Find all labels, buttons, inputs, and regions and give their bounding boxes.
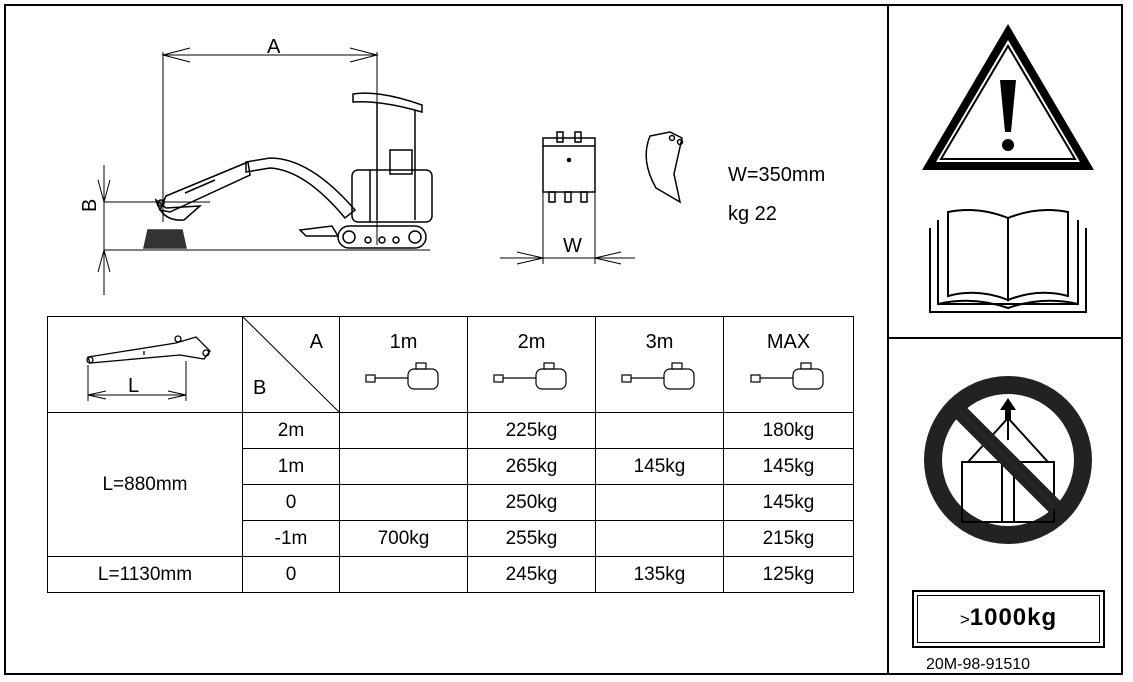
capacity-cell xyxy=(339,556,468,593)
height-cell: -1m xyxy=(242,520,340,557)
corner-cell: A B xyxy=(242,316,340,413)
capacity-cell: 250kg xyxy=(467,484,596,521)
capacity-cell: 145kg xyxy=(723,448,854,485)
column-header-max: MAX xyxy=(723,316,854,413)
reach-icon xyxy=(492,362,567,390)
lift-capacity-table: L A B 1m 2m xyxy=(47,316,854,593)
capacity-cell: 180kg xyxy=(723,412,854,449)
capacity-cell: 700kg xyxy=(339,520,468,557)
weight-limit-prefix: > xyxy=(959,610,970,629)
capacity-cell: 245kg xyxy=(467,556,596,593)
decal-frame xyxy=(4,4,1123,675)
table-row: -1m 700kg 255kg 215kg xyxy=(48,520,854,557)
corner-diagonal xyxy=(243,317,339,412)
capacity-cell: 255kg xyxy=(467,520,596,557)
capacity-cell: 215kg xyxy=(723,520,854,557)
reach-icon xyxy=(620,362,695,390)
table-row: L=880mm 2m 225kg 180kg xyxy=(47,412,854,557)
arm-diagram xyxy=(86,335,211,401)
table-header-row: L A B 1m 2m xyxy=(47,316,854,413)
side-panel-divider xyxy=(887,337,1123,339)
column-header-2m: 2m xyxy=(467,316,596,413)
column-header-3m: 3m xyxy=(595,316,724,413)
excavator-diagram xyxy=(97,47,433,295)
arm-length-cell: L=880mm xyxy=(47,412,243,557)
dimension-a-label: A xyxy=(267,36,281,58)
capacity-cell xyxy=(595,484,724,521)
corner-a-label: A xyxy=(309,331,323,353)
open-book-icon xyxy=(929,209,1087,313)
capacity-cell xyxy=(339,484,468,521)
bucket-weight-value: kg 22 xyxy=(728,203,777,225)
capacity-cell xyxy=(595,520,724,557)
capacity-cell: 145kg xyxy=(595,448,724,485)
dimension-b-label: B xyxy=(79,198,101,212)
bucket-side-diagram xyxy=(645,131,684,204)
weight-limit-box: >1000kg xyxy=(912,590,1105,648)
capacity-cell: 135kg xyxy=(595,556,724,593)
weight-limit-value: 1000kg xyxy=(969,604,1058,631)
weight-limit-inner-border xyxy=(917,595,1100,643)
reach-icon xyxy=(749,362,824,390)
table-row: L=1130mm 0 245kg 135kg 125kg xyxy=(47,556,854,593)
table-row: 0 250kg 145kg xyxy=(48,484,854,521)
capacity-cell xyxy=(595,412,724,449)
warning-triangle-icon xyxy=(922,24,1094,170)
height-cell: 0 xyxy=(242,556,340,593)
arm-length-cell: L=1130mm xyxy=(47,556,243,593)
corner-b-label: B xyxy=(253,377,267,399)
weight-limit-text: >1000kg xyxy=(914,604,1103,632)
bucket-width-label: W xyxy=(563,235,582,257)
bucket-width-value: W=350mm xyxy=(728,164,826,186)
column-header-1m: 1m xyxy=(339,316,468,413)
reach-icon xyxy=(364,362,439,390)
height-cell: 1m xyxy=(242,448,340,485)
capacity-cell xyxy=(339,448,468,485)
height-cell: 2m xyxy=(242,412,340,449)
panel-divider xyxy=(887,4,889,675)
capacity-cell: 125kg xyxy=(723,556,854,593)
capacity-cell xyxy=(339,412,468,449)
part-number: 20M-98-91510 xyxy=(926,656,1031,673)
no-lifting-icon xyxy=(924,376,1092,544)
capacity-cell: 145kg xyxy=(723,484,854,521)
height-cell: 0 xyxy=(242,484,340,521)
capacity-cell: 225kg xyxy=(467,412,596,449)
arm-header-cell: L xyxy=(47,316,243,413)
arm-length-label: L xyxy=(128,375,140,397)
bucket-front-diagram xyxy=(500,131,635,265)
capacity-cell: 265kg xyxy=(467,448,596,485)
